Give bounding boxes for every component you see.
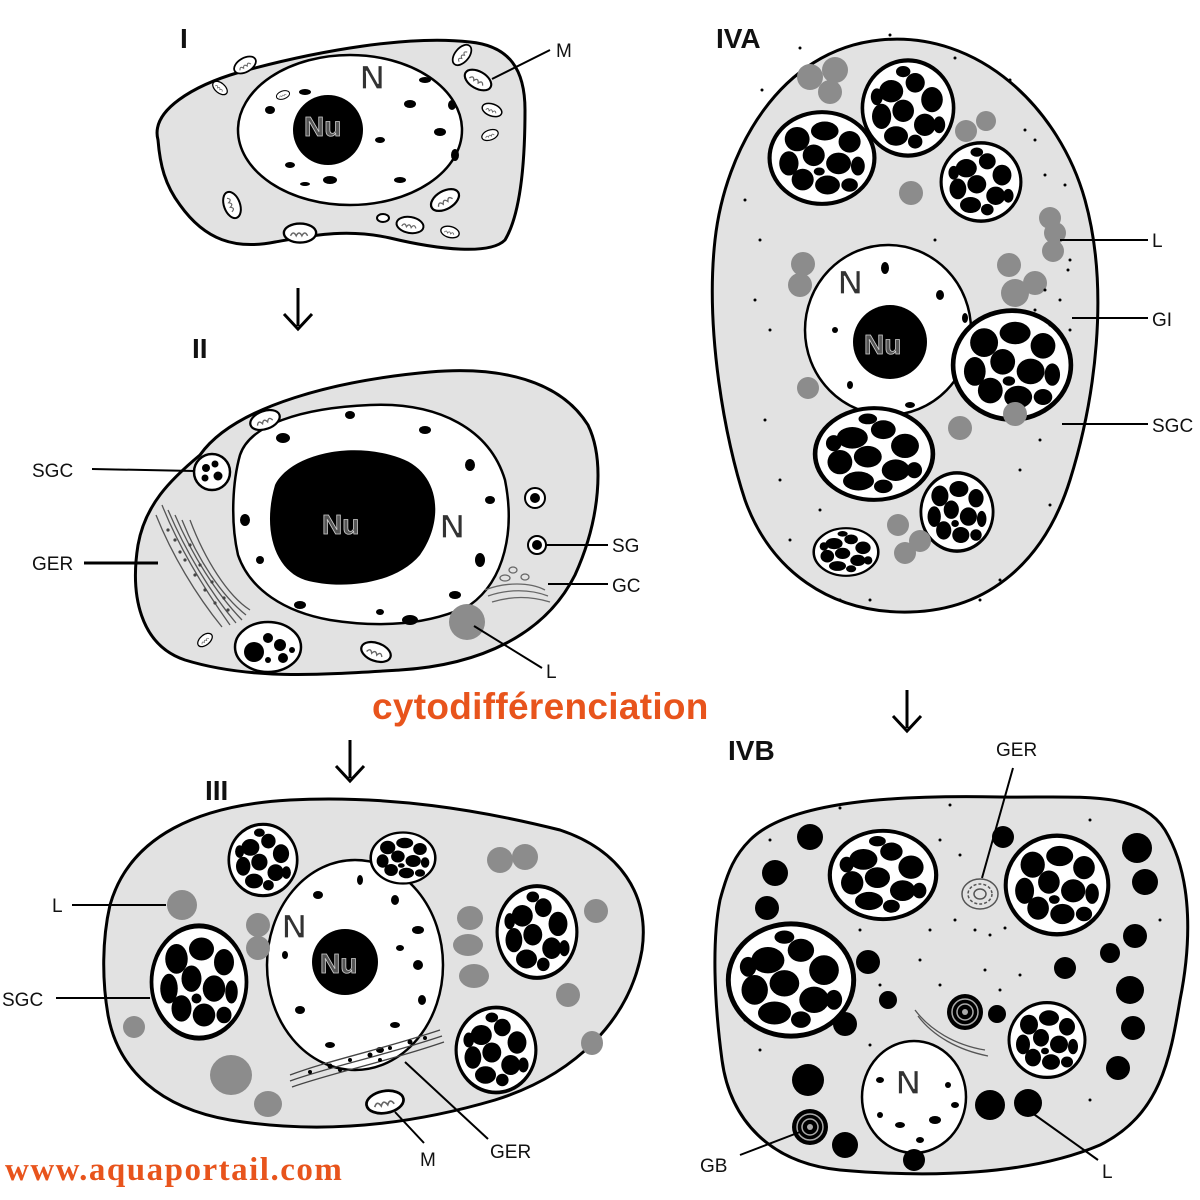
leader-line-l: [473, 625, 543, 669]
glycogen-body-center: [947, 994, 983, 1030]
arrow-ii-to-iii: [334, 740, 366, 784]
label-sg-stage-2: SG: [612, 536, 639, 557]
glycogen-body: [792, 1109, 828, 1145]
label-gc-stage-2: GC: [612, 576, 641, 597]
label-l-stage-4b: L: [1102, 1162, 1113, 1183]
leader-line-l: [1027, 1109, 1099, 1161]
stage-label-i: I: [180, 23, 188, 54]
cell-stage-2: [84, 369, 608, 676]
nucleolus-label: Nu: [304, 111, 341, 142]
granular-endoplasmic-reticulum-whorl: [961, 878, 999, 910]
label-sgc-stage-4a: SGC: [1152, 416, 1193, 437]
stage-label-iii: III: [205, 775, 228, 806]
cell-stage-1: [155, 38, 551, 251]
nucleolus: [293, 95, 363, 165]
label-gi-stage-4a: GI: [1152, 310, 1172, 331]
leader-line-m: [491, 49, 551, 80]
label-sgc-stage-2: SGC: [32, 461, 73, 482]
label-m-stage-1: M: [556, 41, 572, 62]
leader-line-sgc: [91, 468, 195, 472]
nucleus-label: N: [360, 59, 385, 97]
arrow-i-to-ii: [282, 288, 314, 332]
website-watermark[interactable]: www.aquaportail.com: [5, 1152, 344, 1188]
leader-line-ger: [404, 1061, 489, 1140]
label-sgc-stage-3: SGC: [2, 990, 43, 1011]
nucleolus-label: Nu: [320, 948, 357, 979]
nucleolus: [269, 450, 436, 585]
nucleolus: [312, 929, 378, 995]
nucleolus: [853, 305, 927, 379]
label-l-stage-3: L: [52, 896, 63, 917]
cell-stage-4b: [713, 767, 1190, 1176]
label-l-stage-2: L: [546, 662, 557, 683]
stage-label-ii: II: [192, 333, 208, 364]
label-ger-stage-2: GER: [32, 554, 73, 575]
granular-endoplasmic-reticulum: [155, 504, 251, 628]
cell-stage-4a: [710, 33, 1148, 614]
nucleus-label: N: [282, 908, 307, 946]
nucleus-label: N: [896, 1064, 921, 1102]
nucleus-label: N: [838, 264, 863, 302]
cell-stage-3: [56, 797, 645, 1144]
granular-endoplasmic-reticulum: [289, 1029, 445, 1088]
arrow-iva-to-ivb: [891, 690, 923, 734]
label-gb-stage-4b: GB: [700, 1156, 727, 1177]
nucleus-label: N: [440, 508, 465, 546]
label-m-stage-3: M: [420, 1150, 436, 1171]
label-ger-stage-4b: GER: [996, 740, 1037, 761]
diagram-title: cytodifférenciation: [372, 686, 709, 727]
stage-label-iva: IVA: [716, 23, 761, 54]
stage-label-ivb: IVB: [728, 735, 775, 766]
small-secretory-granule: [192, 452, 232, 492]
leader-line-gb: [739, 1131, 801, 1156]
golgi-complex: [484, 566, 551, 603]
leader-line-m: [394, 1111, 425, 1144]
leader-line-ger: [981, 767, 1014, 879]
nucleolus-label: Nu: [322, 509, 359, 540]
label-ger-stage-3: GER: [490, 1142, 531, 1163]
label-l-stage-4a: L: [1152, 231, 1163, 252]
nucleolus-label: Nu: [864, 329, 901, 360]
